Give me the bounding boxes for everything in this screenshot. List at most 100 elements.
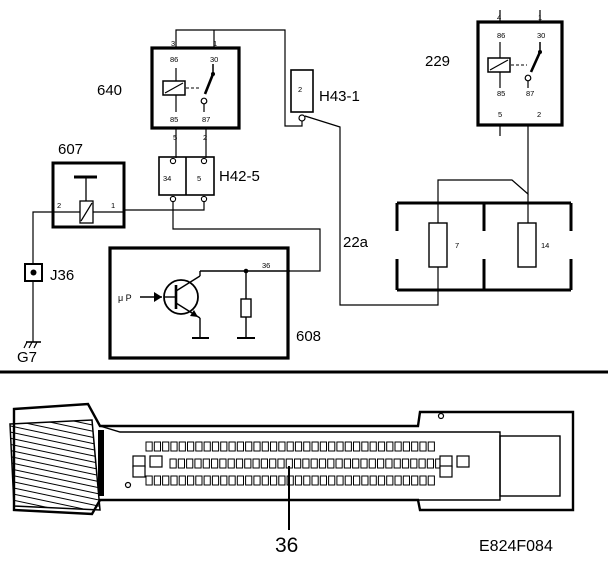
relay-640-pin-86: 86 — [170, 55, 178, 64]
connector-pin — [353, 475, 361, 486]
connector-pin — [202, 458, 210, 469]
connector-pin — [294, 475, 303, 486]
connector-pin — [270, 475, 278, 486]
connector-pin — [336, 475, 344, 486]
connector-pin — [426, 458, 434, 469]
switch-607-pin-1: 1 — [111, 201, 115, 210]
connector-pin — [411, 441, 419, 452]
wires — [32, 10, 541, 342]
connector-callout-label: 36 — [275, 534, 298, 557]
connector-pin — [145, 475, 153, 486]
connector-pin — [360, 458, 368, 469]
connector-end-cavity — [439, 455, 453, 468]
relay-229-pin-30: 30 — [537, 31, 545, 40]
connector-pin — [178, 475, 186, 486]
ground-j36: J36 — [24, 263, 74, 284]
connector-pin — [368, 458, 376, 469]
connector-pin — [220, 475, 228, 486]
connector-pin — [269, 458, 277, 469]
connector-pin — [253, 475, 261, 486]
ground-g7-label: G7 — [17, 349, 37, 366]
connector-end-cavity — [132, 465, 146, 478]
wire-22a-label: 22a — [343, 234, 369, 251]
relay-229: 229 4 1 86 30 85 87 5 2 — [425, 13, 564, 127]
relay-640-pin-30: 30 — [210, 55, 218, 64]
connector-pin — [261, 441, 269, 452]
connector-h42-pin-5: 5 — [197, 174, 201, 183]
connector-pin — [177, 458, 186, 469]
fuse-14-label: 14 — [541, 241, 549, 250]
connector-pin — [278, 475, 286, 486]
connector-pin — [336, 441, 344, 452]
ecu-608-label: 608 — [296, 328, 321, 345]
connector-pin — [344, 441, 352, 452]
connector-pin — [153, 441, 162, 452]
connector-pin — [419, 441, 427, 452]
relay-640-coil — [162, 68, 199, 112]
connector-pin — [235, 458, 244, 469]
relay-229-coil — [487, 42, 527, 88]
connector-pin — [328, 475, 336, 486]
relay-640-pin-2: 2 — [203, 133, 207, 142]
connector-pin — [311, 441, 319, 452]
connector-h42-label: H42-5 — [219, 168, 260, 185]
connector-pin — [186, 458, 194, 469]
connector-pin — [162, 441, 170, 452]
connector-pin — [419, 475, 427, 486]
connector-pin — [236, 441, 245, 452]
connector-end-cavity — [439, 465, 453, 478]
connector-pin — [236, 475, 245, 486]
connector-pin — [270, 441, 278, 452]
connector-pin — [211, 475, 220, 486]
connector-pin — [220, 441, 228, 452]
connector-end-cavity — [456, 455, 470, 468]
connector-pin — [377, 458, 385, 469]
connector-pin — [328, 441, 336, 452]
connector-pin — [244, 458, 252, 469]
connector-pin — [393, 458, 401, 469]
connector-pin — [211, 441, 220, 452]
switch-607: 607 2 1 — [51, 141, 126, 229]
connector-pin — [303, 475, 311, 486]
connector-pin — [145, 441, 153, 452]
connector-end-cavity — [149, 455, 163, 468]
connector-pin — [310, 458, 318, 469]
connector-pin — [162, 475, 170, 486]
connector-pin — [402, 475, 410, 486]
connector-pin — [170, 441, 178, 452]
connector-pin — [195, 475, 203, 486]
connector-pin — [401, 458, 410, 469]
connector-pin — [361, 475, 369, 486]
connector-pin — [294, 441, 303, 452]
connector-pin — [187, 475, 195, 486]
connector-pin — [353, 441, 361, 452]
connector-pin — [369, 441, 377, 452]
connector-pin — [178, 441, 186, 452]
relay-640-pin-3: 3 — [171, 39, 175, 48]
connector-pin — [311, 475, 319, 486]
connector-pin — [294, 458, 302, 469]
connector-pin — [203, 441, 211, 452]
connector-end-cavity — [132, 455, 146, 468]
connector-pin — [410, 458, 418, 469]
connector-pin — [195, 441, 203, 452]
ecu-608: 608 36 μ P — [108, 246, 321, 360]
connector-pin — [352, 458, 360, 469]
connector-pin — [335, 458, 343, 469]
switch-607-label: 607 — [58, 141, 83, 158]
ecu-608-pin-36: 36 — [262, 261, 270, 270]
relay-229-pin-85: 85 — [497, 89, 505, 98]
relay-640-switch — [200, 64, 215, 112]
connector-pin — [228, 475, 236, 486]
connector-pin — [319, 475, 327, 486]
fuse-7-label: 7 — [455, 241, 459, 250]
connector-pin — [253, 441, 261, 452]
relay-640-pin-1: 1 — [213, 39, 217, 48]
connector-pin — [411, 475, 419, 486]
connector-h43-pin: 2 — [298, 85, 302, 94]
relay-229-switch — [524, 42, 542, 88]
relay-640-pin-85: 85 — [170, 115, 178, 124]
connector-pin — [394, 475, 402, 486]
connector-pin — [418, 458, 426, 469]
